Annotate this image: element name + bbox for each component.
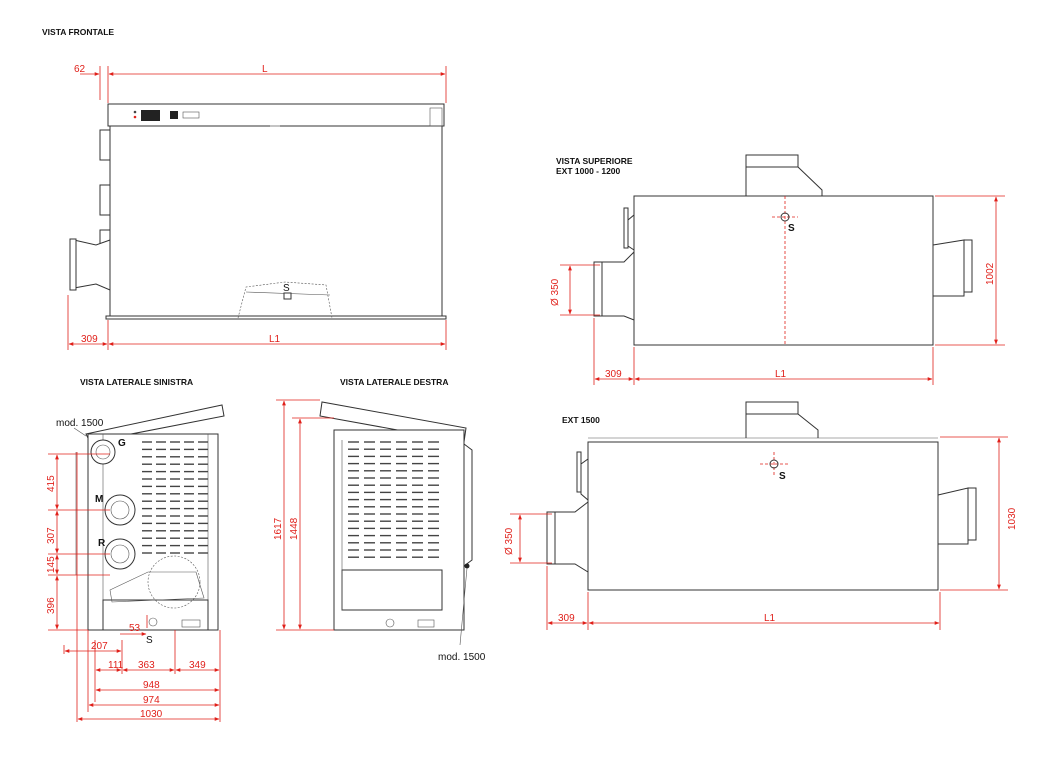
left-mod1500-label: mod. 1500	[56, 418, 104, 429]
ext-dim-1030: 1030	[1007, 507, 1018, 530]
dim-1030: 1030	[140, 709, 163, 720]
dim-1448: 1448	[289, 517, 300, 540]
top-dim-d350: Ø 350	[550, 278, 561, 306]
top-flue-pipe	[593, 261, 603, 317]
top-s-label: S	[788, 223, 795, 234]
ext1500-view: EXT 1500 S Ø 350 1030 309 L1	[504, 401, 1018, 630]
front-s-label: S	[283, 283, 290, 294]
dim-145: 145	[46, 556, 57, 573]
ext1500-title: EXT 1500	[562, 415, 600, 425]
ext1500-s-label: S	[779, 471, 786, 482]
right-base-panel	[341, 569, 443, 611]
display-panel	[141, 110, 160, 121]
dim-L1: L1	[269, 334, 281, 345]
dim-349: 349	[189, 660, 206, 671]
dim-62: 62	[74, 64, 86, 75]
dim-111: 111	[108, 660, 124, 671]
left-view: VISTA LATERALE SINISTRA mod. 1500 G M R …	[46, 377, 225, 722]
dim-53: 53	[129, 623, 141, 634]
top-dim-309: 309	[605, 369, 622, 380]
dim-948: 948	[143, 680, 160, 691]
ext1500-body	[587, 441, 939, 591]
left-view-title: VISTA LATERALE SINISTRA	[80, 377, 193, 387]
top-view: VISTA SUPERIORE EXT 1000 - 1200 S Ø 350 …	[550, 154, 1005, 385]
label-g: G	[118, 438, 126, 449]
top-view-title: VISTA SUPERIORE	[556, 156, 633, 166]
label-r: R	[98, 538, 106, 549]
right-view: VISTA LATERALE DESTRA mod. 1500 1617 144…	[273, 377, 486, 663]
right-louvres	[348, 441, 439, 558]
front-view-title: VISTA FRONTALE	[42, 27, 114, 37]
dim-L: L	[262, 64, 268, 75]
top-view-subtitle: EXT 1000 - 1200	[556, 166, 621, 176]
front-dim-bottom: 309 L1	[67, 295, 447, 350]
ext1500-flue-pipe	[546, 511, 556, 565]
ext-dim-309: 309	[558, 613, 575, 624]
pipe-g	[99, 129, 111, 161]
label-m: M	[95, 494, 103, 505]
top-body	[633, 195, 934, 346]
ext-dim-L1: L1	[764, 613, 776, 624]
flue-outlet	[73, 239, 111, 291]
dim-396: 396	[46, 597, 57, 614]
top-dim-L1: L1	[775, 369, 787, 380]
front-view: VISTA FRONTALE 62 L S	[42, 27, 447, 350]
right-view-title: VISTA LATERALE DESTRA	[340, 377, 448, 387]
conn-g	[90, 439, 116, 465]
dim-415: 415	[46, 475, 57, 492]
dim-207: 207	[91, 641, 108, 652]
pipe-m	[99, 184, 111, 216]
front-dim-top: 62 L	[74, 64, 447, 103]
left-s-label: S	[146, 635, 153, 646]
right-mod1500-label: mod. 1500	[438, 652, 486, 663]
left-louvres	[142, 441, 208, 554]
dim-363: 363	[138, 660, 155, 671]
dim-307: 307	[46, 527, 57, 544]
dim-309: 309	[81, 334, 98, 345]
ext-dim-d350: Ø 350	[504, 527, 515, 555]
dim-974: 974	[143, 695, 160, 706]
dim-1617: 1617	[273, 517, 284, 540]
top-dim-1002: 1002	[985, 262, 996, 285]
front-body	[109, 125, 443, 319]
